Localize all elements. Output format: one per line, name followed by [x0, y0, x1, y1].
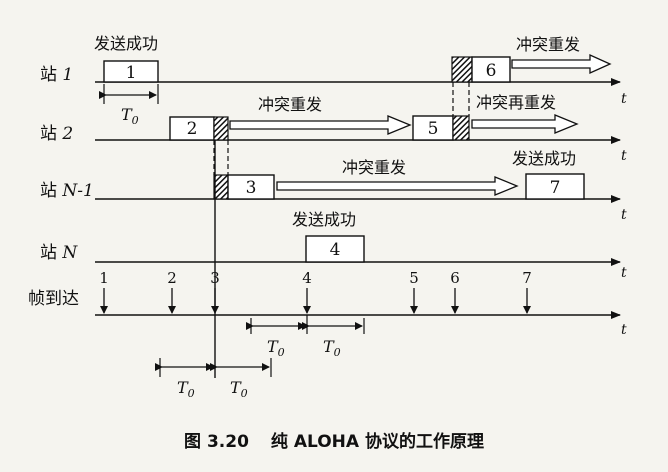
frame-6-label: 6 — [486, 61, 497, 81]
frame-3-box — [227, 174, 275, 200]
frame-7-label: 7 — [550, 178, 561, 198]
station-n-t-label: t — [621, 265, 627, 281]
arrival-marker-4: 4 — [302, 269, 312, 314]
frame-4-left-t0-label: T0 — [267, 337, 285, 359]
frame-6-retry-label: 冲突重发 — [516, 35, 580, 54]
station-2-t-label: t — [621, 148, 627, 164]
frame-3-collision-hatch — [213, 174, 229, 200]
frame-7-success-label: 发送成功 — [512, 149, 576, 168]
frame-2-retry-arrow — [229, 115, 412, 135]
station-2-label: 站 2 — [40, 124, 73, 144]
frame-4-success-label: 发送成功 — [292, 210, 356, 229]
figure-title: 纯 ALOHA 协议的工作原理 — [271, 431, 484, 452]
frame-2-retry-label: 冲突重发 — [258, 95, 322, 114]
frame-3-retry-arrow — [276, 176, 519, 196]
vulnerable-right-t0-label: T0 — [230, 378, 248, 400]
frame-1-t0-label: T0 — [121, 105, 139, 127]
arrival-1-label: 1 — [99, 269, 109, 287]
frame-6-box — [471, 56, 511, 83]
frame-7-box — [525, 173, 585, 200]
frame-5-retry-arrow — [471, 114, 579, 134]
station-n-1-t-label: t — [621, 207, 627, 223]
frame-3-retry-label: 冲突重发 — [342, 158, 406, 177]
frame-1-box — [103, 60, 159, 83]
frame-6-retry-arrow — [511, 53, 612, 75]
frame-1-success-label: 发送成功 — [94, 34, 158, 53]
arrival-t-label: t — [621, 322, 627, 338]
frame-4-box — [305, 235, 365, 263]
arrival-marker-2: 2 — [167, 269, 177, 314]
arrival-marker-1: 1 — [99, 269, 109, 314]
frame-4-right-t0-label: T0 — [323, 337, 341, 359]
frame-5-collision-hatch — [452, 115, 470, 141]
figure-number: 图 3.20 — [184, 432, 249, 452]
arrival-2-label: 2 — [167, 269, 177, 287]
frame-6-collision-hatch — [451, 56, 473, 83]
frame-5-retry-again-label: 冲突再重发 — [476, 93, 556, 112]
frame-arrival-label: 帧到达 — [28, 289, 79, 309]
frame-3-label: 3 — [246, 178, 257, 198]
arrival-7-label: 7 — [522, 269, 532, 287]
frame-5-label: 5 — [428, 119, 439, 139]
frame-1-label: 1 — [126, 63, 137, 83]
vulnerable-left-t0-label: T0 — [177, 378, 195, 400]
arrival-4-label: 4 — [302, 269, 312, 287]
arrival-6-label: 6 — [450, 269, 460, 287]
arrival-5-label: 5 — [409, 269, 419, 287]
figure-caption: 图 3.20 纯 ALOHA 协议的工作原理 — [184, 431, 484, 452]
arrival-marker-6: 6 — [450, 269, 460, 314]
arrival-marker-7: 7 — [522, 269, 532, 314]
station-1-t-label: t — [621, 91, 627, 107]
frame-2-collision-hatch — [213, 116, 229, 141]
station-n-label: 站 N — [40, 243, 78, 263]
frame-2-label: 2 — [187, 119, 198, 139]
station-1-label: 站 1 — [40, 65, 73, 85]
frame-4-label: 4 — [330, 240, 341, 260]
arrival-marker-5: 5 — [409, 269, 419, 314]
station-n-1-label: 站 N-1 — [40, 181, 94, 201]
